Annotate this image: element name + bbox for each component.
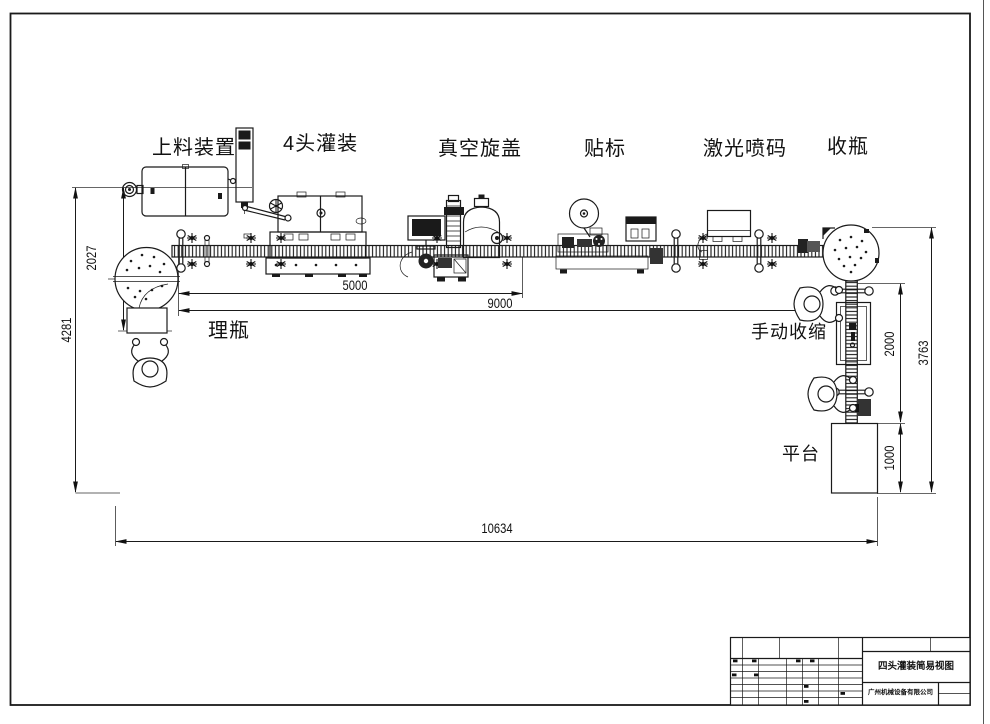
label-labeler: 贴标 bbox=[584, 138, 626, 160]
drawing-frame bbox=[9, 0, 984, 724]
labeler bbox=[490, 198, 663, 274]
title-block-drawing-title: 四头灌装简易视图 bbox=[877, 661, 954, 672]
platform-box bbox=[830, 422, 879, 494]
shrink-machine bbox=[835, 301, 872, 366]
collect-turntable bbox=[798, 224, 880, 282]
dim-left-total: 4281 bbox=[58, 317, 74, 343]
feeding-device bbox=[121, 127, 292, 222]
filling-machine bbox=[265, 191, 371, 277]
label-filling-machine: 4头灌装 bbox=[283, 133, 359, 155]
laser-coder bbox=[697, 209, 752, 260]
dim-right-total: 3763 bbox=[915, 340, 931, 366]
label-bottle-unscramble: 理瓶 bbox=[208, 320, 250, 342]
dim-right-upper: 2000 bbox=[881, 331, 897, 357]
label-feeding-device: 上料装置 bbox=[152, 137, 236, 159]
label-platform: 平台 bbox=[782, 444, 820, 464]
dim-filling-span: 5000 bbox=[342, 277, 368, 293]
dim-total-length: 10634 bbox=[481, 520, 513, 536]
label-laser-coder: 激光喷码 bbox=[703, 138, 787, 160]
title-block-grid bbox=[729, 636, 971, 706]
title-block-company: 广州机械设备有限公司 bbox=[868, 689, 933, 696]
dim-right-lower: 1000 bbox=[881, 445, 897, 471]
label-manual-shrink: 手动收缩 bbox=[751, 322, 827, 342]
label-bottle-collect: 收瓶 bbox=[827, 136, 869, 158]
conveyor-guides bbox=[176, 229, 874, 397]
dim-left-upper: 2027 bbox=[83, 245, 99, 271]
label-vacuum-capper: 真空旋盖 bbox=[438, 138, 522, 160]
vacuum-capper bbox=[399, 194, 501, 282]
dim-line-span: 9000 bbox=[487, 295, 513, 311]
unscrambler-turntable bbox=[108, 246, 180, 334]
